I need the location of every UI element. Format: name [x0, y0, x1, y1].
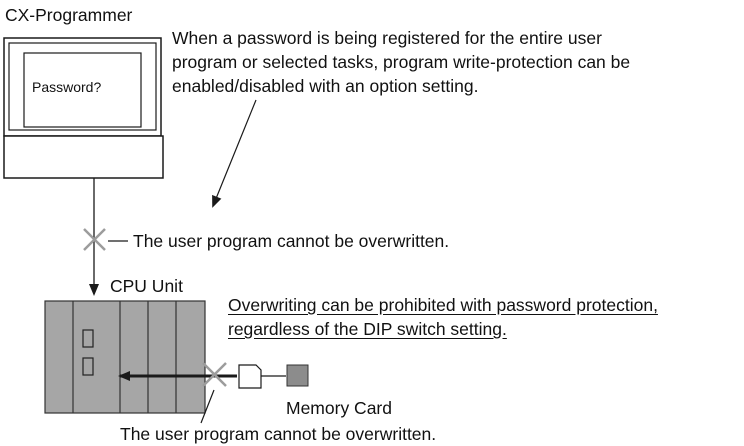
computer-icon: [3, 37, 164, 179]
note-line-1: When a password is being registered for …: [172, 28, 602, 48]
bottom-callout-leader: [200, 389, 215, 424]
protect-line-2: regardless of the DIP switch setting.: [228, 319, 507, 339]
arrow-icon: [89, 284, 99, 296]
adapter-icon: [238, 364, 262, 389]
memory-card-label: Memory Card: [286, 398, 392, 418]
password-dialog-text: Password?: [32, 79, 101, 95]
block-x-icon: [83, 228, 106, 251]
note-pointer: [212, 99, 257, 208]
note-line-3: enabled/disabled with an option setting.: [172, 76, 479, 96]
block-x-icon-bottom: [202, 362, 227, 387]
protect-line-1: Overwriting can be prohibited with passw…: [228, 295, 658, 315]
cpu-unit-icon: [44, 300, 206, 414]
memory-card-icon: [286, 364, 309, 387]
blocked-bottom-label: The user program cannot be overwritten.: [120, 424, 437, 444]
cx-programmer-label: CX-Programmer: [5, 5, 133, 25]
blocked-top-label: The user program cannot be overwritten.: [133, 231, 450, 251]
cpu-unit-label: CPU Unit: [110, 276, 183, 296]
note-line-2: program or selected tasks, program write…: [172, 52, 631, 72]
